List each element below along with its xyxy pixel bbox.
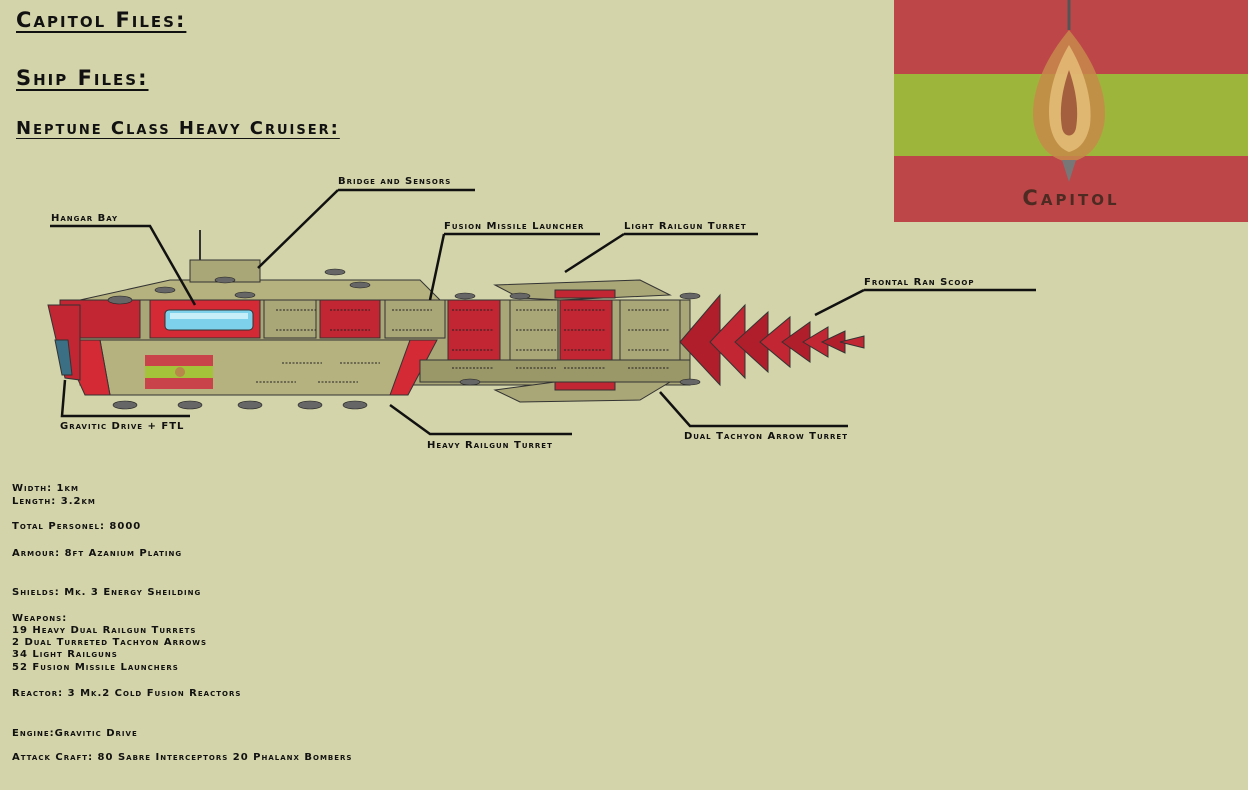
spec-attack-craft: Attack Craft: 80 Sabre Interceptors 20 P… [12,752,353,763]
spec-length: Length: 3.2km [12,496,96,507]
capitol-files-heading: Capitol Files: [16,8,187,32]
spec-personel: Total Personel: 8000 [12,521,142,532]
ram-scoop [679,293,865,387]
callout-hangar: Hangar Bay [51,213,119,224]
capitol-flag: Capitol [894,0,1248,222]
callout-missile: Fusion Missile Launcher [444,221,585,232]
ship-illustration [47,188,1036,436]
spec-weapon-item: 2 Dual Turreted Tachyon Arrows [12,637,208,648]
spec-shields: Shields: Mk. 3 Energy Sheilding [12,587,202,598]
ship-files-heading: Ship Files: [16,66,149,90]
spec-armour: Armour: 8ft Azanium Plating [12,548,183,559]
callout-bridge: Bridge and Sensors [338,176,452,187]
spec-weapons-title: Weapons: [12,613,68,624]
callout-gravitic: Gravitic Drive + FTL [60,421,185,432]
spec-weapon-item: 19 Heavy Dual Railgun Turrets [12,625,197,636]
ship-class-heading: Neptune Class Heavy Cruiser: [16,118,340,139]
spec-reactor: Reactor: 3 Mk.2 Cold Fusion Reactors [12,688,242,699]
spec-weapon-item: 34 Light Railguns [12,649,118,660]
callout-tachyon: Dual Tachyon Arrow Turret [684,431,848,442]
spec-weapon-item: 52 Fusion Missile Launchers [12,662,179,673]
spec-width: Width: 1km [12,483,79,494]
flag-caption: Capitol [1022,186,1120,210]
callout-ram-scoop: Frontal Ran Scoop [864,277,975,288]
flame-drop-emblem-icon [1033,0,1105,182]
flag-background [894,0,1248,222]
spec-engine: Engine:Gravitic Drive [12,728,138,739]
callout-light-railgun: Light Railgun Turret [624,221,747,232]
hull-flag-decal [145,355,213,389]
callout-heavy-railgun: Heavy Railgun Turret [427,440,553,451]
